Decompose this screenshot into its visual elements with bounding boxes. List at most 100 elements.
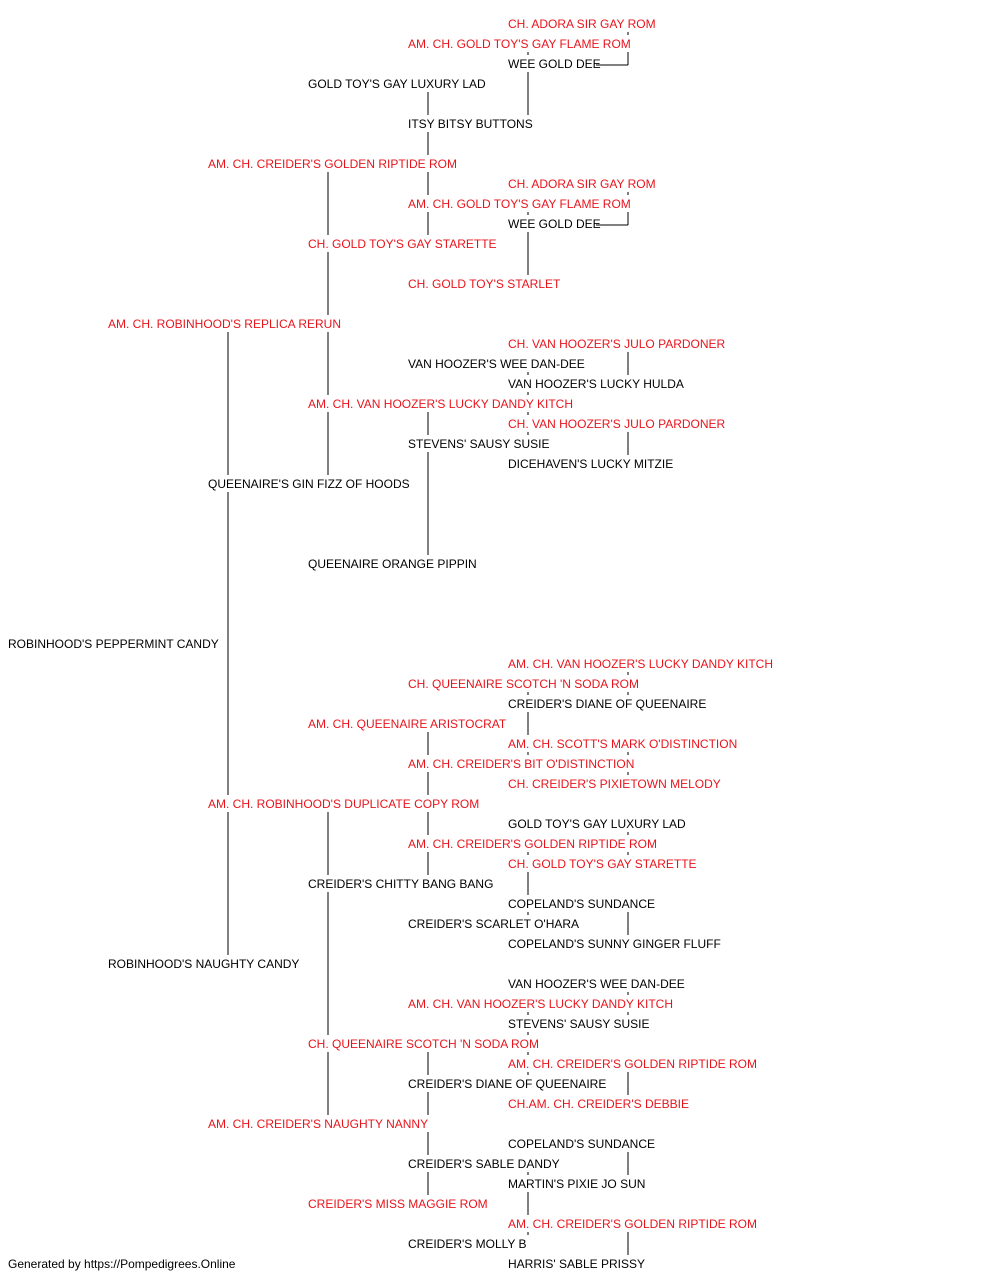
label-background <box>506 815 687 832</box>
dog-name[interactable]: QUEENAIRE'S GIN FIZZ OF HOODS <box>208 477 410 491</box>
label-background <box>406 195 636 212</box>
champion-dog-name[interactable]: CH. ADORA SIR GAY ROM <box>508 177 656 191</box>
label-background <box>106 955 287 972</box>
label-background <box>206 795 478 812</box>
dog-name[interactable]: GOLD TOY'S GAY LUXURY LAD <box>308 77 486 91</box>
champion-dog-name[interactable]: AM. CH. CREIDER'S BIT O'DISTINCTION <box>408 757 634 771</box>
champion-dog-name[interactable]: CH. CREIDER'S PIXIETOWN MELODY <box>508 777 721 791</box>
dog-name[interactable]: CREIDER'S CHITTY BANG BANG <box>308 877 493 891</box>
champion-dog-name[interactable]: AM. CH. QUEENAIRE ARISTOCRAT <box>308 717 507 731</box>
label-background <box>506 1055 764 1072</box>
label-background <box>406 355 580 372</box>
label-background <box>406 915 580 932</box>
champion-dog-name[interactable]: CH. ADORA SIR GAY ROM <box>508 17 656 31</box>
subject-dog-name[interactable]: ROBINHOOD'S PEPPERMINT CANDY <box>8 637 219 651</box>
label-background <box>506 1135 645 1152</box>
label-background <box>406 995 678 1012</box>
dog-name[interactable]: DICEHAVEN'S LUCKY MITZIE <box>508 457 673 471</box>
dog-name[interactable]: VAN HOOZER'S WEE DAN-DEE <box>508 977 685 991</box>
label-background <box>506 55 596 72</box>
label-background <box>106 315 343 332</box>
label-background <box>406 835 664 852</box>
label-background <box>506 415 722 432</box>
label-background <box>506 1095 701 1112</box>
label-background <box>506 895 645 912</box>
label-background <box>506 15 659 32</box>
label-background <box>306 235 501 252</box>
dog-name[interactable]: CREIDER'S DIANE OF QUEENAIRE <box>508 697 706 711</box>
label-background <box>206 475 415 492</box>
dog-name[interactable]: VAN HOOZER'S WEE DAN-DEE <box>408 357 585 371</box>
champion-dog-name[interactable]: AM. CH. GOLD TOY'S GAY FLAME ROM <box>408 37 631 51</box>
dog-name[interactable]: ITSY BITSY BUTTONS <box>408 117 533 131</box>
champion-dog-name[interactable]: CH. VAN HOOZER'S JULO PARDONER <box>508 417 726 431</box>
label-background <box>406 1155 559 1172</box>
label-background <box>306 715 508 732</box>
champion-dog-name[interactable]: AM. CH. VAN HOOZER'S LUCKY DANDY KITCH <box>308 397 573 411</box>
label-background <box>306 395 578 412</box>
label-background <box>406 35 636 52</box>
champion-dog-name[interactable]: CH. VAN HOOZER'S JULO PARDONER <box>508 337 726 351</box>
dog-name[interactable]: QUEENAIRE ORANGE PIPPIN <box>308 557 477 571</box>
champion-dog-name[interactable]: AM. CH. CREIDER'S GOLDEN RIPTIDE ROM <box>208 157 457 171</box>
label-background <box>506 175 659 192</box>
champion-dog-name[interactable]: CH. QUEENAIRE SCOTCH 'N SODA ROM <box>308 1037 539 1051</box>
label-background <box>306 875 494 892</box>
label-background <box>306 555 473 572</box>
label-background <box>506 775 722 792</box>
label-background <box>506 375 680 392</box>
dog-name[interactable]: STEVENS' SAUSY SUSIE <box>408 437 549 451</box>
dog-name[interactable]: COPELAND'S SUNDANCE <box>508 897 655 911</box>
champion-dog-name[interactable]: CH.AM. CH. CREIDER'S DEBBIE <box>508 1097 689 1111</box>
label-background <box>506 335 722 352</box>
dog-name[interactable]: CREIDER'S SABLE DANDY <box>408 1157 560 1171</box>
label-background <box>206 1115 429 1132</box>
champion-dog-name[interactable]: AM. CH. CREIDER'S GOLDEN RIPTIDE ROM <box>508 1057 757 1071</box>
label-background <box>406 435 552 452</box>
dog-name[interactable]: CREIDER'S MOLLY B <box>408 1237 527 1251</box>
label-background <box>406 1075 608 1092</box>
dog-name[interactable]: WEE GOLD DEE <box>508 217 601 231</box>
champion-dog-name[interactable]: AM. CH. CREIDER'S GOLDEN RIPTIDE ROM <box>408 837 657 851</box>
label-background <box>506 1215 764 1232</box>
label-background <box>506 975 680 992</box>
dog-name[interactable]: COPELAND'S SUNDANCE <box>508 1137 655 1151</box>
label-background <box>406 675 636 692</box>
champion-dog-name[interactable]: AM. CH. CREIDER'S GOLDEN RIPTIDE ROM <box>508 1217 757 1231</box>
label-background <box>506 1175 659 1192</box>
dog-name[interactable]: MARTIN'S PIXIE JO SUN <box>508 1177 645 1191</box>
champion-dog-name[interactable]: AM. CH. GOLD TOY'S GAY FLAME ROM <box>408 197 631 211</box>
dog-labels: AM. CH. ROBINHOOD'S REPLICA RERUN AM. CH.… <box>8 15 778 1272</box>
label-background <box>406 755 657 772</box>
champion-dog-name[interactable]: AM. CH. SCOTT'S MARK O'DISTINCTION <box>508 737 737 751</box>
dog-name[interactable]: CREIDER'S DIANE OF QUEENAIRE <box>408 1077 606 1091</box>
label-background <box>506 935 715 952</box>
champion-dog-name[interactable]: CH. GOLD TOY'S GAY STARETTE <box>508 857 697 871</box>
dog-name[interactable]: GOLD TOY'S GAY LUXURY LAD <box>508 817 686 831</box>
label-background <box>506 215 596 232</box>
dog-name[interactable]: VAN HOOZER'S LUCKY HULDA <box>508 377 684 391</box>
champion-dog-name[interactable]: CH. QUEENAIRE SCOTCH 'N SODA ROM <box>408 677 639 691</box>
dog-name[interactable]: STEVENS' SAUSY SUSIE <box>508 1017 649 1031</box>
champion-dog-name[interactable]: AM. CH. ROBINHOOD'S DUPLICATE COPY ROM <box>208 797 479 811</box>
dog-name[interactable]: COPELAND'S SUNNY GINGER FLUFF <box>508 937 721 951</box>
champion-dog-name[interactable]: AM. CH. VAN HOOZER'S LUCKY DANDY KITCH <box>408 997 673 1011</box>
label-background <box>306 75 487 92</box>
champion-dog-name[interactable]: AM. CH. CREIDER'S NAUGHTY NANNY <box>208 1117 428 1131</box>
dog-name[interactable]: CREIDER'S SCARLET O'HARA <box>408 917 579 931</box>
label-background <box>406 115 538 132</box>
champion-dog-name[interactable]: CH. GOLD TOY'S GAY STARETTE <box>308 237 497 251</box>
label-background <box>506 1255 652 1272</box>
champion-dog-name[interactable]: AM. CH. ROBINHOOD'S REPLICA RERUN <box>108 317 341 331</box>
dog-name[interactable]: WEE GOLD DEE <box>508 57 601 71</box>
champion-dog-name[interactable]: CREIDER'S MISS MAGGIE ROM <box>308 1197 488 1211</box>
label-background <box>406 1235 531 1252</box>
generated-by-footer: Generated by https://Pompedigrees.Online <box>8 1257 236 1271</box>
label-background <box>306 1195 487 1212</box>
label-background <box>506 695 708 712</box>
champion-dog-name[interactable]: AM. CH. VAN HOOZER'S LUCKY DANDY KITCH <box>508 657 773 671</box>
champion-dog-name[interactable]: CH. GOLD TOY'S STARLET <box>408 277 561 291</box>
dog-name[interactable]: ROBINHOOD'S NAUGHTY CANDY <box>108 957 299 971</box>
dog-name[interactable]: HARRIS' SABLE PRISSY <box>508 1257 645 1271</box>
